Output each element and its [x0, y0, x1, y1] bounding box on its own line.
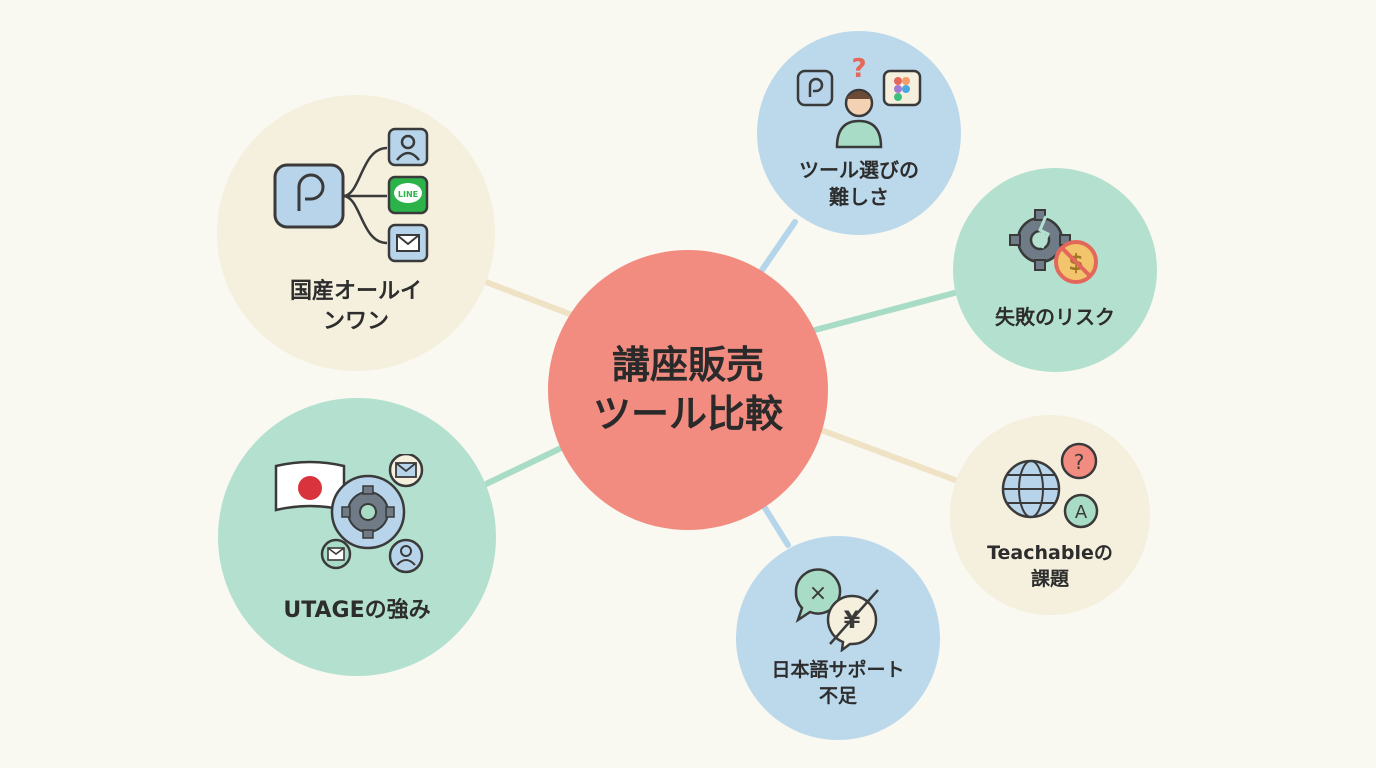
node-teachable-label: Teachableの 課題: [987, 542, 1113, 590]
connector-domestic: [483, 279, 583, 321]
japan-flag-icon: [274, 460, 346, 512]
node-tool-selection-difficulty: ? ツール選びの 難しさ: [757, 31, 961, 235]
node-failure-risk: $ 失敗のリスク: [953, 168, 1157, 372]
node-support-label: 日本語サポート 不足: [771, 659, 905, 707]
center-title: 講座販売 ツール比較: [592, 342, 783, 436]
line-app-icon: LINE: [387, 175, 429, 215]
figma-icon: [882, 69, 922, 107]
utage-features-icon: [274, 454, 424, 574]
gear-icon: [330, 474, 406, 550]
node-utage-strengths: UTAGEの強み: [218, 398, 496, 676]
node-utage-label: UTAGEの強み: [283, 598, 431, 623]
cross-bubble-icon: ×: [794, 568, 842, 624]
no-money-icon: $: [1054, 240, 1098, 284]
center-node: 講座販売 ツール比較: [548, 250, 828, 530]
line-badge-text: LINE: [398, 190, 418, 199]
answer-bubble-icon: A: [1063, 493, 1099, 529]
gear-icon: [1009, 209, 1071, 271]
user-icon: [388, 538, 424, 574]
broken-gear-icon: $: [1009, 209, 1098, 284]
cross-symbol: ×: [809, 581, 827, 606]
confused-person-icon: ?: [796, 54, 922, 149]
node-risk-label: 失敗のリスク: [995, 305, 1115, 329]
yen-bubble-icon: ¥: [826, 589, 879, 652]
connector-difficulty: [759, 219, 798, 273]
node-teachable-issues: ? A Teachableの 課題: [950, 415, 1150, 615]
node-difficulty-label: ツール選びの 難しさ: [799, 158, 919, 209]
connector-support: [757, 497, 791, 548]
question-mark-text: ?: [1074, 450, 1085, 474]
globe-language-icon: ? A: [1001, 442, 1099, 529]
node-domestic-all-in-one: LINE 国産オールイ ンワン: [217, 95, 495, 371]
connector-risk: [812, 289, 961, 333]
platform-logo-icon: [796, 69, 834, 107]
support-chat-icon: × ¥: [794, 568, 879, 652]
node-domestic-label: 国産オールイ ンワン: [289, 279, 422, 334]
node-japanese-support-shortage: × ¥ 日本語サポート 不足: [736, 536, 940, 740]
mail-icon: [388, 454, 424, 488]
answer-letter-text: A: [1075, 502, 1088, 523]
all-in-one-icon: LINE: [273, 127, 429, 263]
question-bubble-icon: ?: [1060, 442, 1098, 480]
user-icon: [387, 127, 429, 167]
mail-small-icon: [320, 538, 352, 570]
person-icon: [835, 88, 883, 149]
globe-icon: [1001, 459, 1061, 519]
connector-teachable: [813, 425, 958, 483]
question-mark-icon: ?: [851, 54, 866, 84]
mail-icon: [387, 223, 429, 263]
